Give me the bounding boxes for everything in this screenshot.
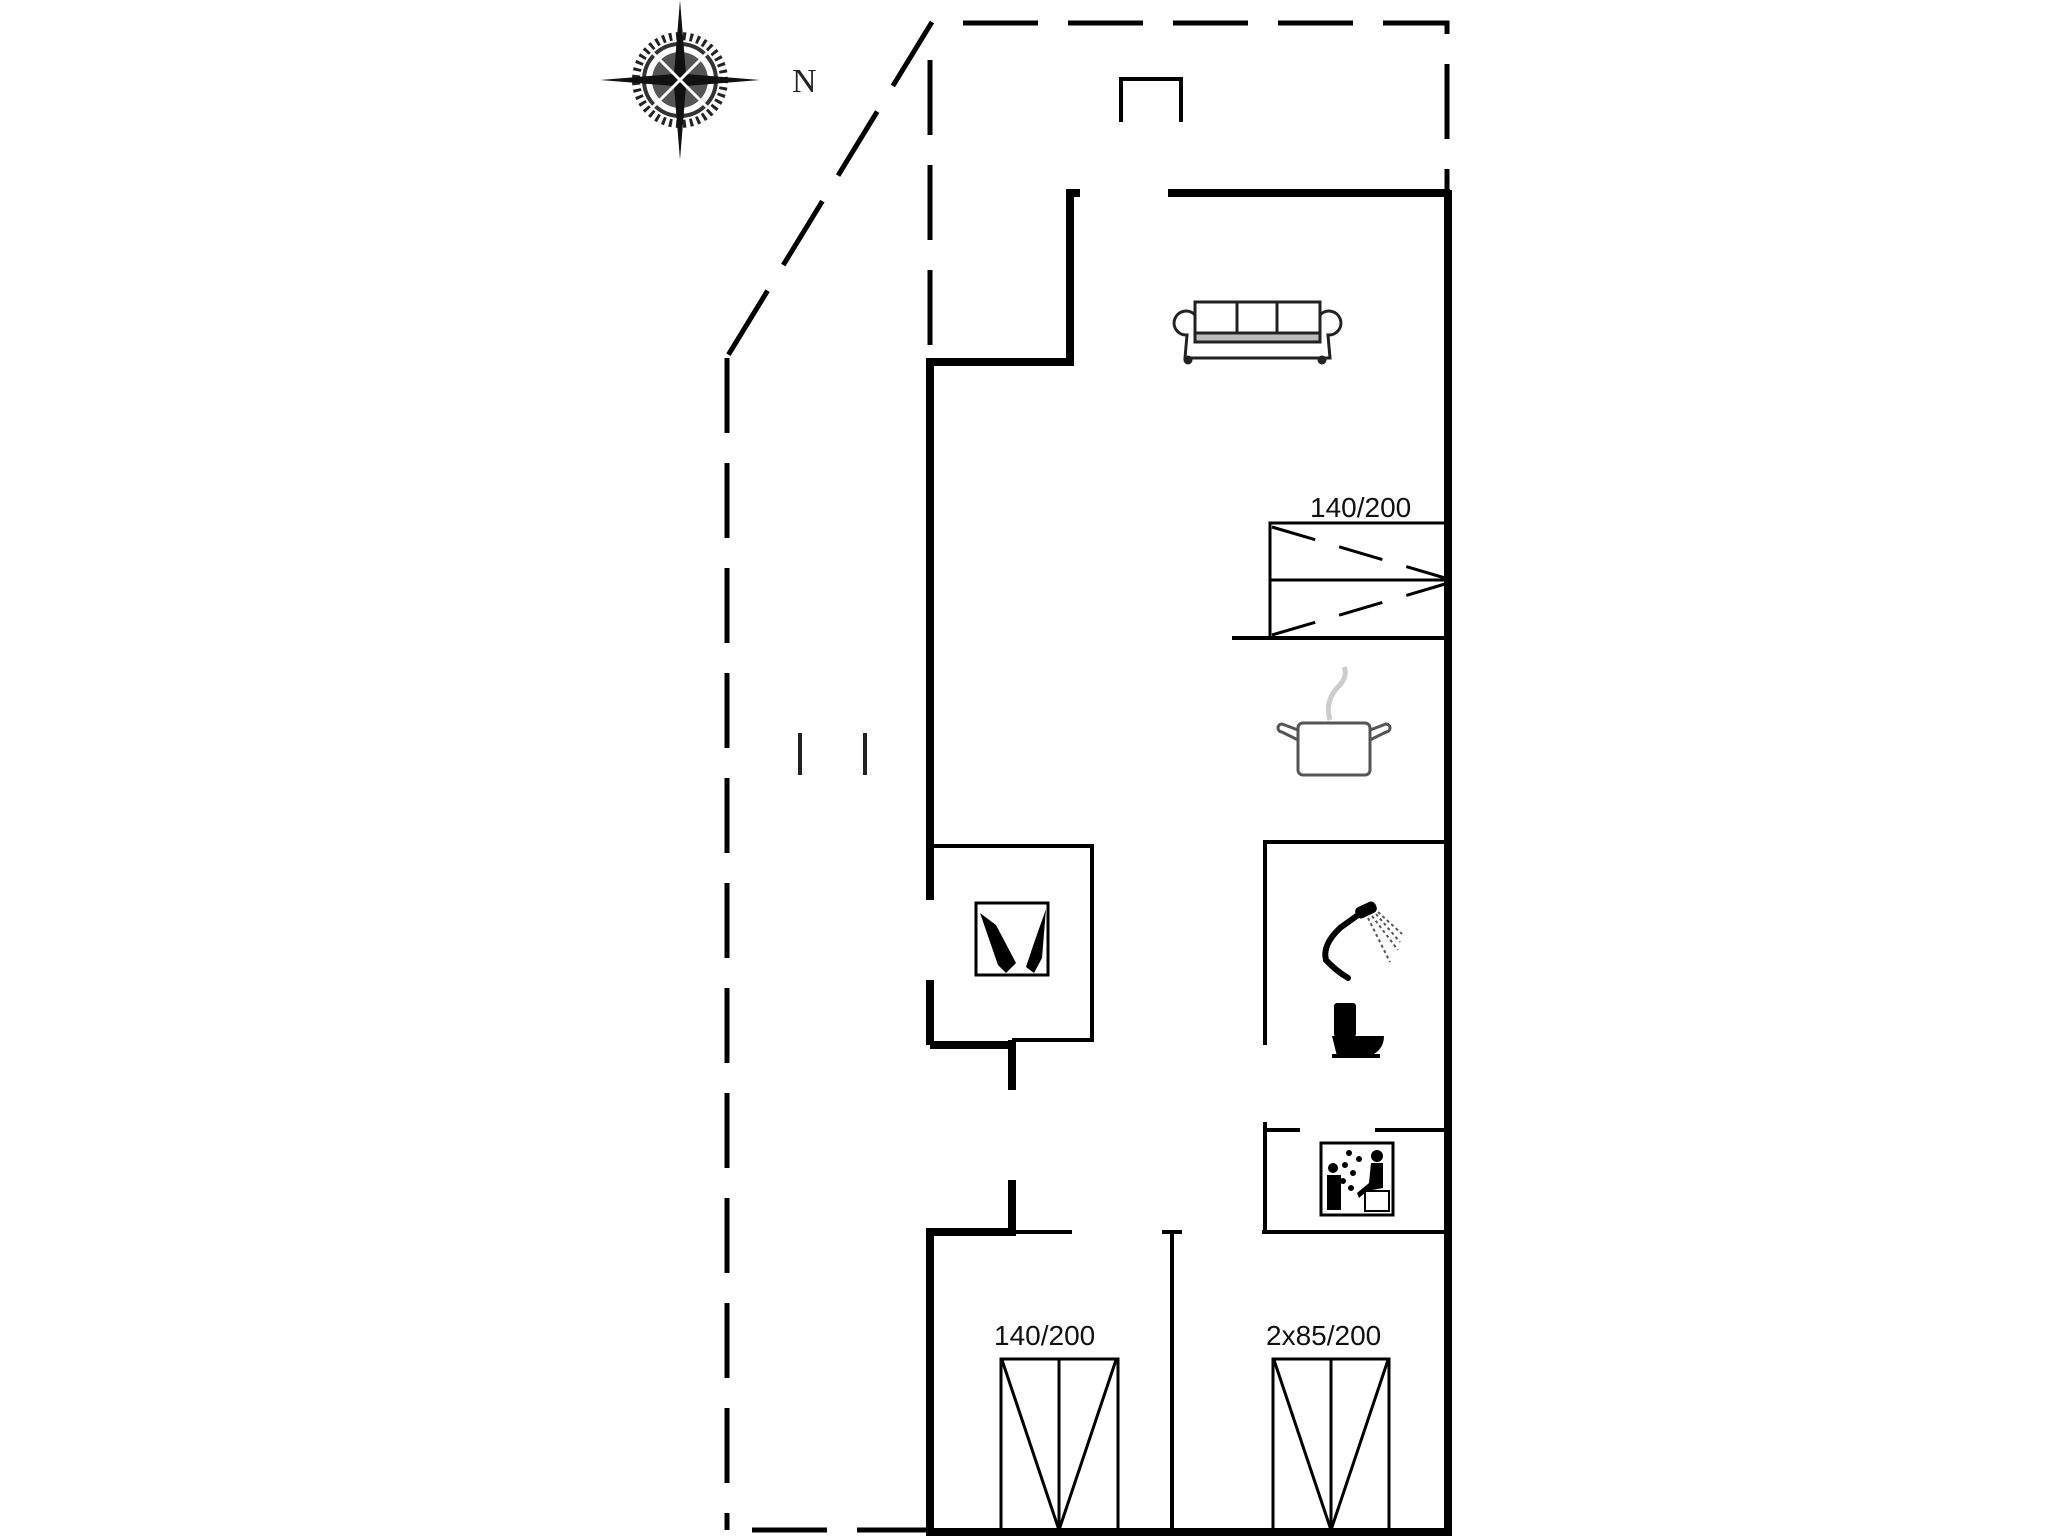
bed-icon: [999, 1357, 1120, 1535]
chimney: [1119, 77, 1183, 122]
bed-icon: [1233, 521, 1447, 640]
toilet-icon: [1332, 1003, 1384, 1058]
sofa-icon: [1172, 300, 1343, 365]
shower-icon: [1322, 901, 1403, 981]
compass-rose-icon: [600, 0, 760, 160]
sauna-icon: [1319, 1141, 1395, 1217]
north-label: N: [792, 63, 817, 100]
washing-icon: [974, 901, 1050, 977]
bed-1-label: 140/200: [1310, 492, 1411, 523]
bed-icon: [1271, 1357, 1391, 1535]
exterior-walls: [926, 189, 1452, 1536]
bed-2-label: 140/200: [994, 1320, 1095, 1351]
cooking-pot-icon: [1276, 665, 1392, 777]
terrace-outline: [724, 20, 1450, 1533]
bed-3-label: 2x85/200: [1266, 1320, 1381, 1351]
